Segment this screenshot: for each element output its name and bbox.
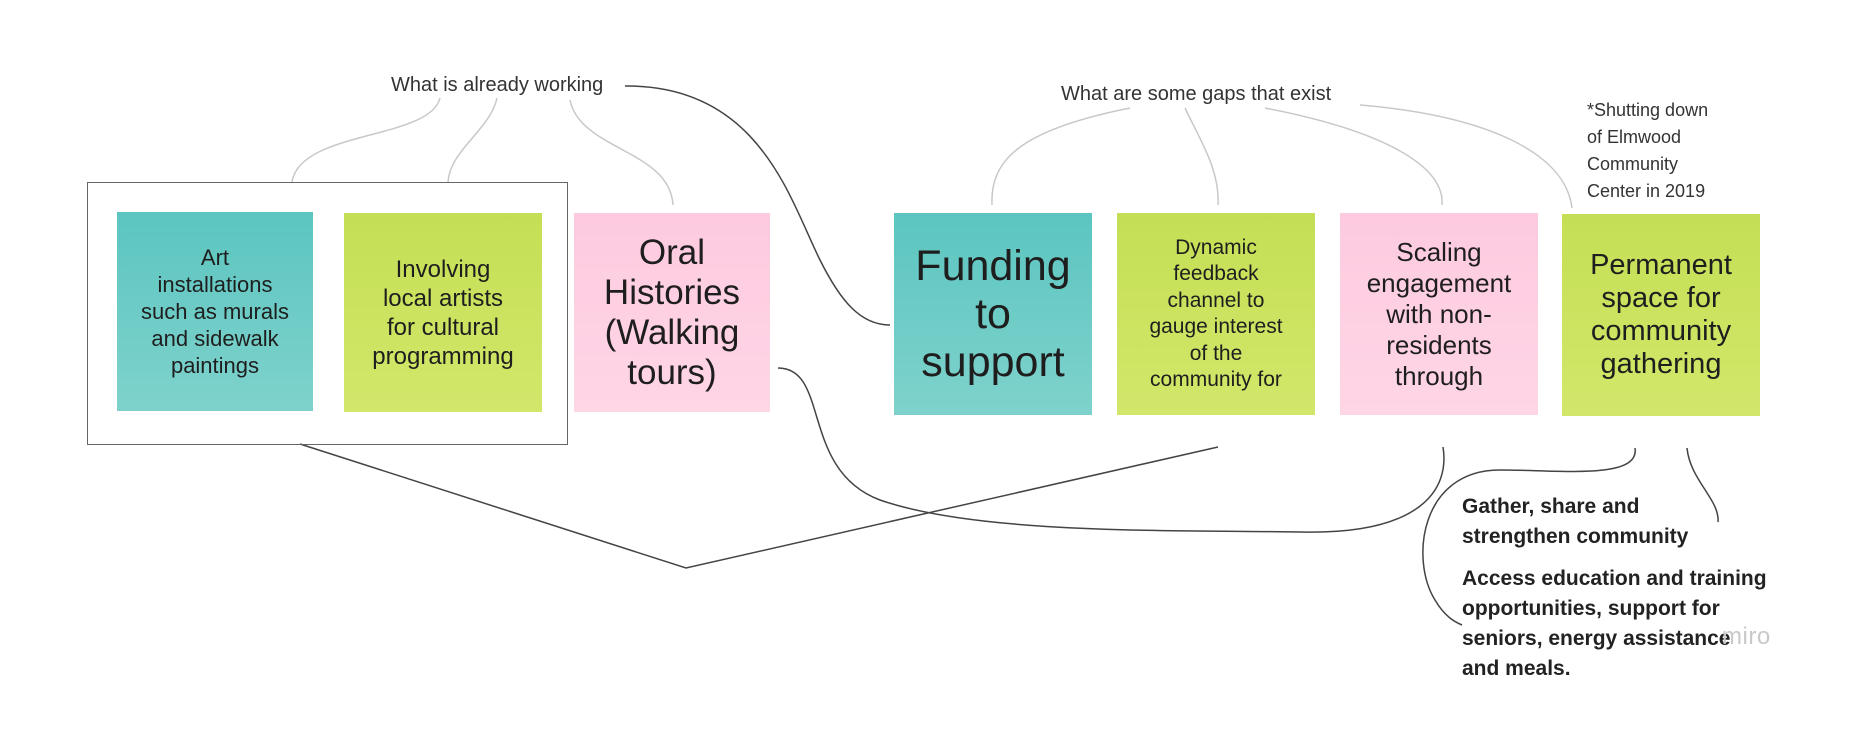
- connector-permanent-to-gather: [1686, 447, 1719, 523]
- miro-logo: miro: [1722, 623, 1771, 650]
- grouping-frame[interactable]: [87, 182, 568, 445]
- connector-working-oral: [569, 99, 674, 206]
- label-already-working[interactable]: What is already working: [391, 74, 604, 96]
- connector-working-to-funding: [624, 85, 891, 326]
- connector-working-artists: [447, 97, 498, 183]
- connector-frame-to-dynamic: [299, 443, 1219, 569]
- sticky-funding[interactable]: Funding to support: [894, 213, 1092, 415]
- sticky-art-installations[interactable]: Art installations such as murals and sid…: [117, 212, 313, 411]
- sticky-permanent-space[interactable]: Permanent space for community gathering: [1562, 214, 1760, 416]
- connector-gaps-scaling: [1264, 107, 1443, 206]
- sticky-oral-histories[interactable]: Oral Histories (Walking tours): [574, 213, 770, 412]
- sticky-dynamic-feedback[interactable]: Dynamic feedback channel to gauge intere…: [1117, 213, 1315, 415]
- note-gather-share[interactable]: Gather, share and strengthen community: [1462, 495, 1689, 548]
- sticky-scaling-engagement[interactable]: Scaling engagement with non- residents t…: [1340, 213, 1538, 415]
- note-shutting-down[interactable]: *Shutting down of Elmwood Community Cent…: [1587, 100, 1709, 201]
- label-gaps-exist[interactable]: What are some gaps that exist: [1061, 83, 1332, 105]
- connector-oral-to-scaling: [777, 367, 1445, 533]
- connector-gaps-funding: [991, 107, 1131, 206]
- sticky-involving-artists[interactable]: Involving local artists for cultural pro…: [344, 213, 542, 412]
- connector-gaps-dynamic: [1184, 107, 1219, 206]
- connector-working-art: [291, 97, 441, 183]
- note-access-education[interactable]: Access education and training opportunit…: [1462, 567, 1767, 680]
- connector-permanent-to-access: [1422, 447, 1636, 626]
- connector-gaps-permanent: [1359, 104, 1573, 209]
